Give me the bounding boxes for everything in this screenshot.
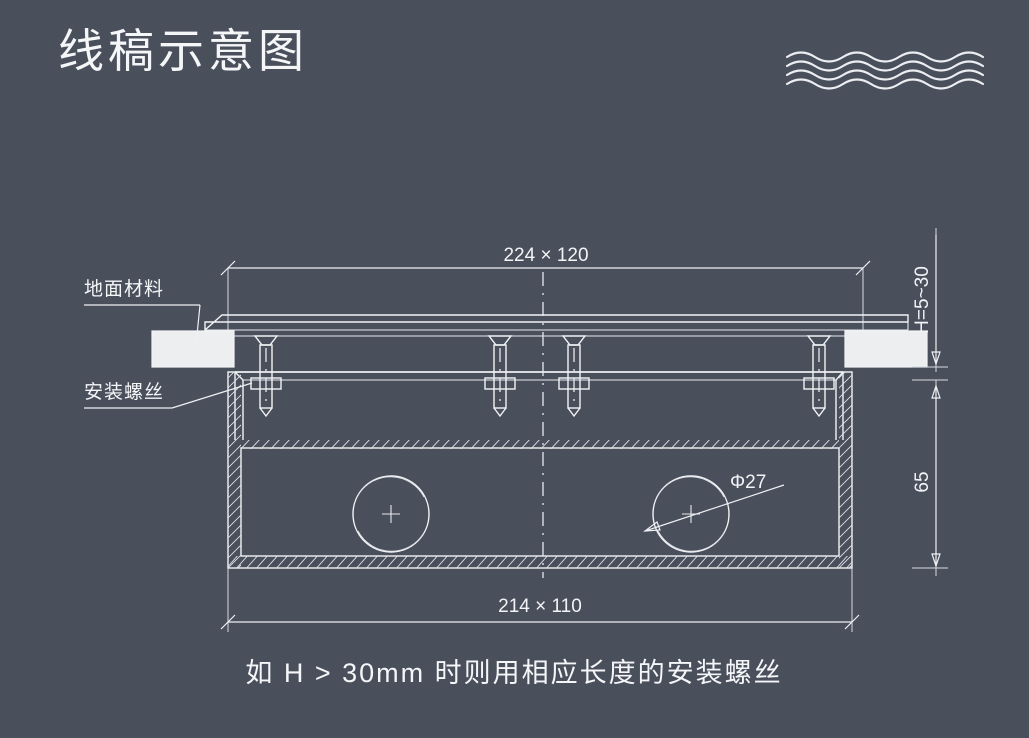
junction-box-body xyxy=(227,371,853,569)
mounting-screw-3 xyxy=(558,335,590,418)
hatch-right-wall xyxy=(839,372,852,568)
annotation-mounting-screw: 安装螺丝 xyxy=(84,381,253,409)
dimension-top-label: 224 × 120 xyxy=(503,245,588,266)
dimension-height-range: H=5~30 xyxy=(912,228,948,372)
dimension-bottom-label: 214 × 110 xyxy=(498,596,582,617)
floor-material-block-right xyxy=(844,330,928,368)
inner-tray xyxy=(234,371,844,440)
dimension-bottom: 214 × 110 xyxy=(220,568,860,632)
hatch-bottom-wall xyxy=(228,556,852,568)
mounting-screw-2 xyxy=(484,335,516,418)
height-range-label: H=5~30 xyxy=(912,266,933,334)
page-title: 线稿示意图 xyxy=(58,25,308,77)
caption-text: 如 H > 30mm 时则用相应长度的安装螺丝 xyxy=(245,658,782,688)
mounting-screw-label: 安装螺丝 xyxy=(84,381,164,403)
depth-label: 65 xyxy=(912,471,933,492)
dimension-depth: 65 xyxy=(912,379,948,576)
knockout-hole-right xyxy=(652,475,730,553)
hatch-top-divider xyxy=(241,440,839,449)
cover-plate xyxy=(204,314,909,337)
wave-lines-icon xyxy=(785,51,985,90)
mounting-screw-4 xyxy=(803,335,835,418)
floor-material-label: 地面材料 xyxy=(84,278,164,300)
annotation-floor-material: 地面材料 xyxy=(84,278,201,346)
floor-material-block-left xyxy=(151,330,235,368)
hole-diameter-label: Φ27 xyxy=(730,472,766,493)
hatch-left-wall xyxy=(228,372,241,568)
knockout-hole-left xyxy=(352,475,430,553)
dimension-top: 224 × 120 xyxy=(220,245,871,330)
diameter-leader-line: Φ27 xyxy=(643,472,785,532)
mounting-screw-1 xyxy=(250,335,282,418)
